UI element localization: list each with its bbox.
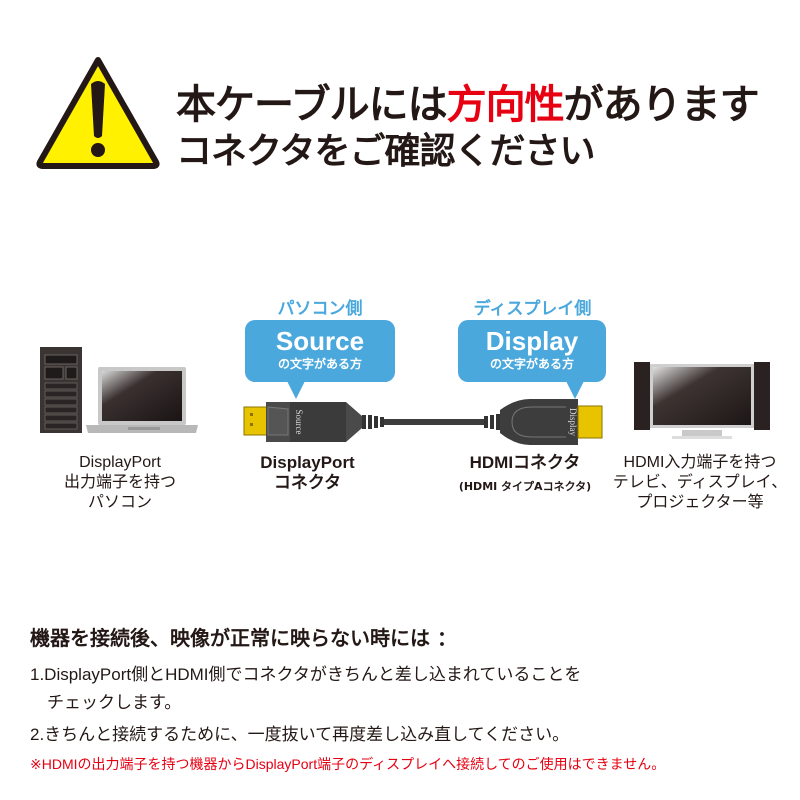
display-bubble-title: Display — [485, 326, 579, 356]
source-side-label: パソコン側 — [277, 299, 363, 319]
headline-line1: 本ケーブルには方向性があります — [176, 72, 760, 130]
display-side-label: ディスプレイ側 — [473, 299, 592, 319]
source-bubble: Source の文字がある方 — [245, 320, 395, 382]
source-bubble-subtitle: の文字がある方 — [277, 357, 362, 371]
dp-connector-title: DisplayPort — [260, 453, 355, 472]
compatibility-warning: ※HDMIの出力端子を持つ機器からDisplayPort端子のディスプレイへ接続… — [30, 756, 666, 772]
source-marking: Source — [294, 410, 304, 435]
left-device-caption: DisplayPort 出力端子を持つ パソコン — [20, 453, 220, 513]
left-caption-line-3: パソコン — [87, 494, 152, 511]
troubleshooting-item-1-cont: チェックします。 — [30, 693, 182, 712]
display-marking: Display — [568, 408, 578, 436]
tv-display-icon — [634, 362, 770, 439]
left-caption-line-2: 出力端子を持つ — [63, 474, 176, 491]
headline-suffix: があります — [563, 82, 760, 128]
warning-triangle-icon — [36, 57, 160, 169]
troubleshooting-item-1: 1.DisplayPort側とHDMI側でコネクタがきちんと差し込まれていること… — [30, 665, 582, 684]
right-caption-line-3: プロジェクター等 — [636, 494, 764, 511]
right-caption-line-2: テレビ、ディスプレイ、 — [612, 474, 788, 491]
hdmi-connector-title: HDMIコネクタ — [469, 453, 581, 472]
source-bubble-title: Source — [275, 326, 365, 356]
cable-illustration: Source Display — [243, 399, 603, 445]
display-bubble-subtitle: の文字がある方 — [489, 357, 574, 371]
display-bubble-tail — [566, 381, 584, 399]
headline-prefix: 本ケーブルには — [176, 82, 448, 128]
source-bubble-tail — [287, 381, 305, 399]
troubleshooting-item-2: 2.きちんと接続するために、一度抜いて再度差し込み直してください。 — [30, 725, 570, 744]
pc-and-laptop-icon — [40, 347, 198, 433]
headline-line2: コネクタをご確認ください — [176, 131, 596, 172]
left-caption-line-1: DisplayPort — [79, 454, 161, 471]
right-caption-line-1: HDMI入力端子を持つ — [623, 454, 777, 471]
troubleshooting-heading: 機器を接続後、映像が正常に映らない時には ： — [30, 626, 457, 650]
display-bubble: Display の文字がある方 — [458, 320, 606, 382]
hdmi-connector-subtitle: (HDMI タイプAコネクタ) — [458, 480, 592, 493]
right-device-caption: HDMI入力端子を持つ テレビ、ディスプレイ、 プロジェクター等 — [600, 453, 800, 513]
headline-emphasis: 方向性 — [446, 82, 565, 128]
dp-connector-subtitle: コネクタ — [273, 473, 342, 492]
